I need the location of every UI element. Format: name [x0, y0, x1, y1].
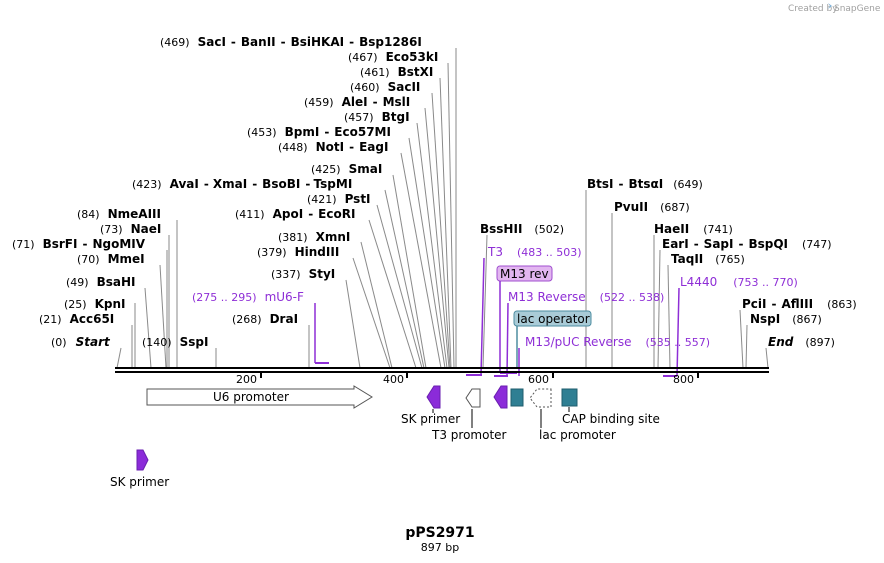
cut-line: [376, 204, 423, 369]
lac-operator-box: [513, 310, 592, 327]
credit-text: Created by: [788, 4, 838, 14]
cut-line: [657, 249, 661, 369]
cut-line: [116, 347, 122, 369]
primer-label-t3: T3(483 .. 503): [487, 245, 582, 259]
cut-line: [159, 264, 167, 369]
primer-label-m13-rev: M13 rev: [500, 267, 549, 281]
tick-label: 400: [383, 373, 404, 386]
enzyme-label-nspI: NspI(867): [750, 312, 822, 326]
m13-rev-box: [496, 265, 553, 282]
cut-line: [368, 219, 417, 369]
cut-line: [360, 241, 393, 369]
primer-label-mU6-F: (275 .. 295)mU6-F: [192, 290, 304, 304]
cut-line: [765, 347, 769, 369]
cut-line: [400, 152, 442, 369]
cap-binding-site-block: [561, 388, 578, 407]
cut-line: [424, 107, 450, 369]
cut-line: [352, 257, 391, 369]
feature-label-cap-binding-site: CAP binding site: [562, 412, 660, 426]
enzyme-label-sacII: (460)SacII: [350, 80, 420, 94]
enzyme-label-bsaHI: (49)BsaHI: [66, 275, 136, 289]
enzyme-label-apoI-group: (411)ApoI-EcoRI: [235, 207, 355, 221]
enzyme-label-btsI-group: BtsI-BtsαI(649): [587, 177, 703, 191]
enzyme-cut-lines: [116, 48, 769, 369]
cut-line: [416, 122, 448, 369]
enzyme-labels: (469)SacI-BanII-BsiHKAI-Bsp1286I (467)Ec…: [12, 35, 857, 349]
sk-primer-arrow-icon: [136, 449, 149, 471]
t3-promoter-arrow-icon: [465, 388, 481, 408]
primer-label-m13-reverse: M13 Reverse(522 .. 538): [508, 290, 664, 304]
features: U6 promoter SK primer T3 promoter lac pr…: [110, 385, 660, 489]
enzyme-label-draI: (268)DraI: [232, 312, 298, 326]
cut-line: [439, 77, 452, 369]
enzyme-label-acc65I: (21)Acc65I: [39, 312, 114, 326]
end-label: End(897): [768, 335, 835, 349]
enzyme-label-avaI-group: (423)AvaI-XmaI-BsoBI-TspMI: [132, 177, 352, 191]
feature-label-lac-operator: lac operator: [517, 312, 590, 326]
tick-label: 800: [673, 373, 694, 386]
enzyme-label-earI-group: EarI-SapI-BspQI(747): [662, 237, 832, 251]
m13-primer-arrow-icon: [493, 385, 508, 409]
snapgene-logo-icon: [828, 3, 832, 9]
map-title: pPS2971: [405, 525, 474, 541]
enzyme-label-bpmI-group: (453)BpmI-Eco57MI: [247, 125, 391, 139]
feature-label-lac-promoter: lac promoter: [539, 428, 616, 442]
enzyme-label-nmeAIII: (84)NmeAIII: [77, 207, 161, 221]
feature-label-t3-promoter: T3 promoter: [431, 428, 507, 442]
enzyme-label-hindIII: (379)HindIII: [257, 245, 339, 259]
enzyme-label-xmnI: (381)XmnI: [278, 230, 350, 244]
enzyme-label-sspI: (140)SspI: [142, 335, 208, 349]
enzyme-label-bssHII: BssHII(502): [480, 222, 564, 236]
enzyme-label-pvuII: PvuII(687): [614, 200, 690, 214]
cut-line: [745, 324, 748, 369]
ruler-ticks: 200 400 600 800: [236, 372, 699, 386]
cut-line: [392, 174, 427, 369]
enzyme-label-styI: (337)StyI: [271, 267, 335, 281]
feature-label-sk-primer: SK primer: [401, 412, 460, 426]
primer-leader: [676, 287, 680, 377]
enzyme-label-pciI-group: PciI-AflIII(863): [742, 297, 857, 311]
feature-label-u6-promoter: U6 promoter: [213, 390, 289, 404]
cut-line: [408, 137, 446, 369]
enzyme-label-bsrFI-group: (71)BsrFI-NgoMIV: [12, 237, 146, 251]
enzyme-label-pstI: (421)PstI: [307, 192, 371, 206]
lac-operator-block: [510, 388, 524, 407]
primer-labels: (275 .. 295)mU6-F T3(483 .. 503) M13 rev…: [192, 245, 798, 377]
enzyme-label-btgI: (457)BtgI: [344, 110, 410, 124]
primer-label-l4440: L4440(753 .. 770): [680, 275, 798, 289]
enzyme-label-mmeI: (70)MmeI: [77, 252, 145, 266]
map-length: 897 bp: [421, 541, 459, 554]
enzyme-label-naeI: (73)NaeI: [100, 222, 161, 236]
cut-line: [739, 309, 744, 369]
cut-line: [482, 234, 488, 369]
primer-leader: [480, 257, 485, 376]
enzyme-label-smaI: (425)SmaI: [311, 162, 382, 176]
enzyme-label-haeII: HaeII(741): [654, 222, 733, 236]
enzyme-label-eco53kI: (467)Eco53kI: [348, 50, 438, 64]
dna-backbone: [115, 367, 769, 373]
cut-line: [667, 264, 671, 369]
primer-leader: [506, 302, 509, 377]
lac-promoter-arrow-icon: [529, 388, 552, 408]
cut-line: [384, 189, 425, 369]
enzyme-label-aleI-group: (459)AleI-MslI: [304, 95, 410, 109]
sk-primer-arrow-icon: [426, 385, 441, 409]
feature-label-sk-primer-2: SK primer: [110, 475, 169, 489]
u6-promoter-arrow: [146, 385, 373, 409]
enzyme-label-sacI-group: (469)SacI-BanII-BsiHKAI-Bsp1286I: [160, 35, 422, 49]
enzyme-label-kpnI: (25)KpnI: [64, 297, 126, 311]
start-label: (0)Start: [51, 335, 111, 349]
enzyme-label-bstXI: (461)BstXI: [360, 65, 433, 79]
primer-label-m13-puc-reverse: M13/pUC Reverse(535 .. 557): [525, 335, 710, 349]
credit-brand: SnapGene: [834, 4, 881, 14]
tick-label: 600: [528, 373, 549, 386]
enzyme-label-taqII: TaqII(765): [671, 252, 745, 266]
tick-label: 200: [236, 373, 257, 386]
cut-line: [144, 287, 152, 369]
cut-line: [447, 62, 455, 369]
enzyme-label-notI-group: (448)NotI-EagI: [278, 140, 388, 154]
cut-line: [431, 92, 451, 369]
cut-line: [345, 279, 361, 369]
